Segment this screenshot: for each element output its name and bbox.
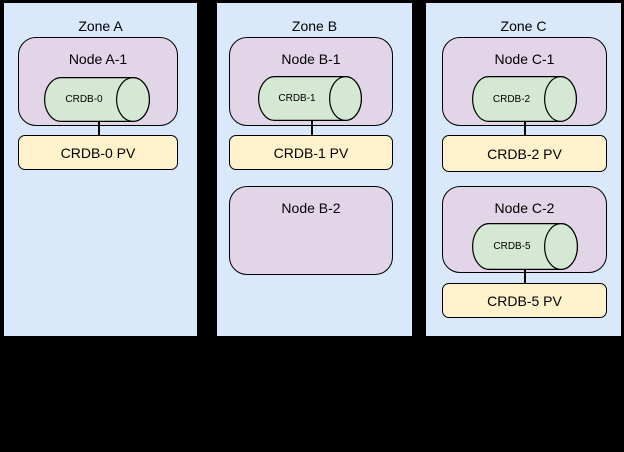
zone-a-label: Zone A [78,18,123,34]
connector-crdb0-to-pv [98,121,100,136]
crdb-5-cylinder: CRDB-5 [472,223,578,270]
crdb-1-pv-box: CRDB-1 PV [229,135,393,170]
crdb-2-cylinder: CRDB-2 [472,76,577,122]
node-b1-label: Node B-1 [281,51,341,67]
database-cylinder-icon [44,77,150,122]
crdb-5-pv-box: CRDB-5 PV [442,283,607,318]
crdb-0-pv-box: CRDB-0 PV [18,135,178,170]
connector-crdb2-to-pv [524,121,526,136]
node-b2-box: Node B-2 [229,186,393,275]
node-b2-label: Node B-2 [281,200,341,216]
crdb-1-cylinder: CRDB-1 [258,76,362,121]
zone-c-label: Zone C [500,18,547,34]
crdb-2-pv-box: CRDB-2 PV [442,135,607,172]
crdb-2-label: CRDB-2 [492,93,531,105]
connector-crdb1-to-pv [311,120,313,136]
database-cylinder-icon [472,223,578,270]
crdb-0-label: CRDB-0 [65,94,103,105]
zone-b-label: Zone B [291,18,338,34]
node-a1-label: Node A-1 [68,51,128,67]
node-c1-label: Node C-1 [494,51,555,67]
database-cylinder-icon [472,76,577,122]
connector-crdb5-to-pv [524,269,526,284]
crdb-1-label: CRDB-1 [278,93,316,104]
node-c2-label: Node C-2 [494,200,555,216]
crdb-0-cylinder: CRDB-0 [44,77,150,122]
crdb-5-label: CRDB-5 [493,241,531,252]
database-cylinder-icon [258,76,362,121]
